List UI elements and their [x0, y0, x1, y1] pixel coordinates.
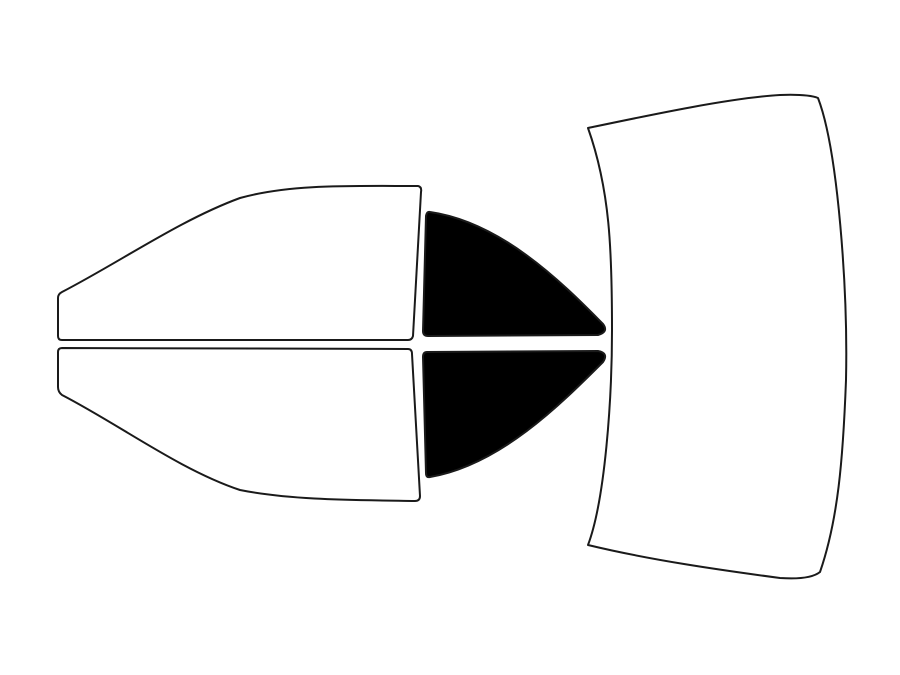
rear-windshield	[587, 93, 848, 580]
front-passenger-window	[57, 347, 421, 502]
rear-passenger-window	[422, 350, 607, 479]
front-driver-window	[57, 184, 423, 341]
rear-driver-window	[422, 210, 607, 337]
